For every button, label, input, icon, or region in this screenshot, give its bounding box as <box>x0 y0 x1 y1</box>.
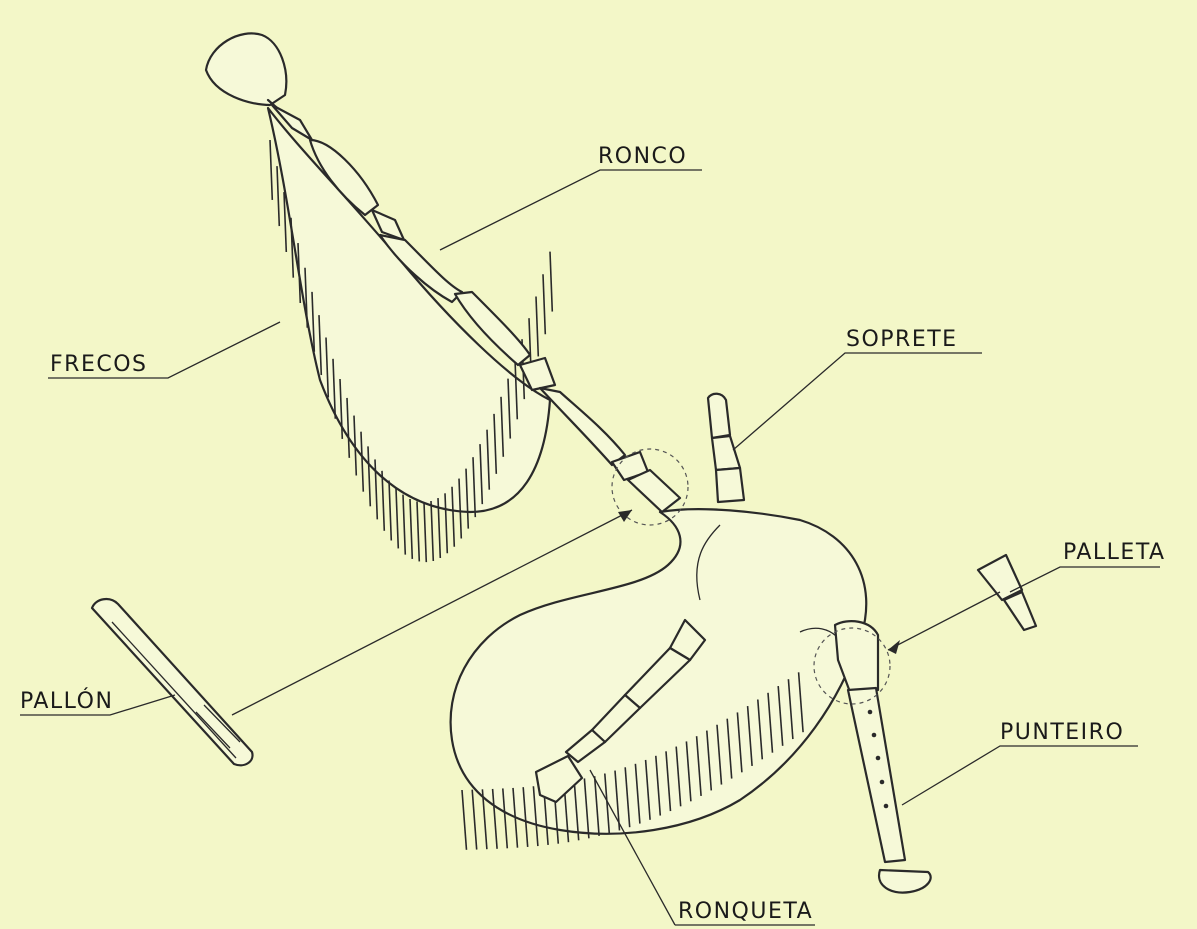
fringe-strand <box>797 672 804 733</box>
fringe-strand <box>416 501 421 562</box>
fringe-strand <box>332 358 337 419</box>
fringe-strand <box>665 751 672 812</box>
fringe-strand <box>444 493 449 554</box>
fringe-strand <box>787 679 794 740</box>
fringe-strand <box>395 488 400 549</box>
fringe-strand <box>360 431 365 492</box>
fringe-strand <box>767 692 774 753</box>
fringe-strand <box>507 378 512 439</box>
fringe-strand <box>716 724 723 785</box>
fringe-strand <box>726 718 733 779</box>
fringe-strand <box>655 755 662 816</box>
fringe-strand <box>290 217 295 278</box>
fringe-strand <box>486 429 491 490</box>
fringe-strand <box>532 786 539 847</box>
punteiro-chanter <box>833 620 932 894</box>
pallon-reed <box>90 598 254 767</box>
fringe-strand <box>535 296 540 357</box>
fringe-strand <box>465 468 470 529</box>
fringe-strand <box>481 789 488 850</box>
fringe-strand <box>461 789 468 850</box>
label-pallon: PALLÓN <box>20 688 113 714</box>
ronco-drone <box>204 32 682 514</box>
fringe-strand <box>402 494 407 555</box>
fringe-strand <box>479 444 484 505</box>
label-punteiro: PUNTEIRO <box>1000 720 1124 745</box>
fringe-strand <box>409 498 414 559</box>
fringe-strand <box>614 770 621 831</box>
fringe-strand <box>512 787 519 848</box>
fringe-strand <box>757 699 764 760</box>
fringe-strand <box>346 397 351 458</box>
fringe-strand <box>367 446 372 507</box>
fringe-strand <box>583 778 590 839</box>
fringe-strand <box>339 378 344 439</box>
fringe-strand <box>500 396 505 457</box>
fringe-strand <box>502 788 509 849</box>
fringe-strand <box>746 706 753 766</box>
fringe-strand <box>325 337 330 398</box>
label-palleta: PALLETA <box>1063 540 1166 565</box>
fringe-strand <box>276 166 281 227</box>
leader-lines <box>20 169 1160 926</box>
fringe-strand <box>318 315 323 376</box>
fringe-strand <box>777 685 784 746</box>
fringe-strand <box>471 789 478 850</box>
fringe-strand <box>604 773 611 834</box>
fringe-strand <box>269 139 274 200</box>
fringe-strand <box>514 359 519 420</box>
label-frecos: FRECOS <box>50 352 147 377</box>
punteiro-joint-circle <box>813 627 891 705</box>
palleta-reed <box>976 553 1038 632</box>
fringe-strand <box>493 413 498 474</box>
fringe-strand <box>675 746 682 807</box>
fringe-strand <box>573 780 580 841</box>
fringe-strand <box>451 486 456 547</box>
fringe-strand <box>311 291 316 352</box>
ronco-joint-circle <box>611 448 689 526</box>
soprete-blowpipe <box>706 392 746 504</box>
fringe-strand <box>634 763 641 824</box>
fringe-strand <box>695 736 702 797</box>
fringe-strand <box>542 274 547 335</box>
fringe-strand <box>437 498 442 559</box>
fringe-strand <box>593 776 600 837</box>
fringe-strand <box>283 192 288 253</box>
fringe-strand <box>458 478 463 539</box>
fringe-strand <box>736 712 743 773</box>
fringe-strand <box>430 500 435 562</box>
fringe-strand <box>304 267 309 328</box>
fringe-strand <box>353 415 358 476</box>
fringe-strand <box>522 787 529 848</box>
label-ronqueta: RONQUETA <box>678 899 813 924</box>
fringe-strand <box>491 788 498 849</box>
fringe-strand <box>381 470 386 531</box>
label-soprete: SOPRETE <box>846 327 958 352</box>
fringe-strand <box>624 767 631 828</box>
label-ronco: RONCO <box>598 144 687 169</box>
fringe-strand <box>388 480 393 541</box>
ronqueta-drone <box>534 618 707 804</box>
fringe-strand <box>374 459 379 520</box>
fringe-strand <box>549 251 554 312</box>
fringe-strand <box>472 457 477 518</box>
fringe-strand <box>685 741 692 802</box>
fringe-strand <box>297 243 302 304</box>
fringe-strand <box>644 759 651 820</box>
fringe-strand <box>706 730 713 791</box>
frecos-cloth <box>266 106 552 514</box>
fringe-strand <box>423 502 428 563</box>
